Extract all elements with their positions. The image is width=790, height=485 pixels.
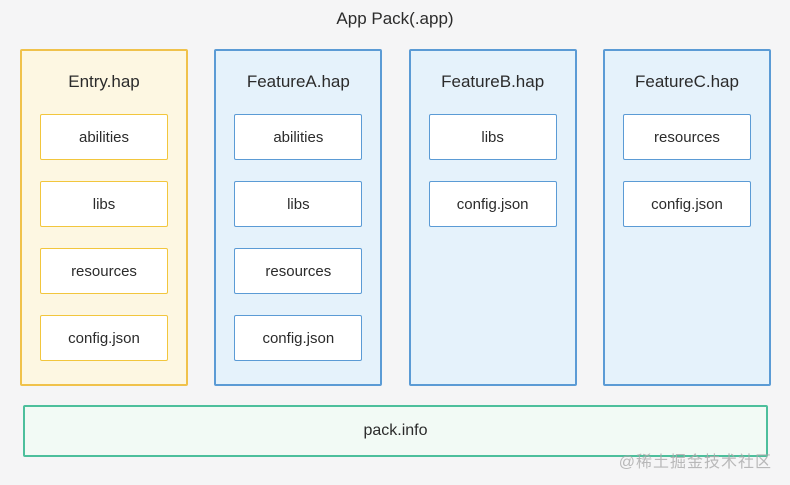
module-item-config-json: config.json [234,315,363,361]
module-entry-hap: Entry.hap abilities libs resources config.j… [20,49,188,386]
watermark: @稀土掘金技术社区 [618,454,772,471]
module-columns: Entry.hap abilities libs resources config.j… [20,49,771,386]
module-item-config-json: config.json [40,315,168,361]
module-items: abilities libs resources config.json [216,114,380,361]
module-item-abilities: abilities [40,114,168,160]
module-featureb-hap: FeatureB.hap libs config.json [408,49,577,386]
module-title-entry-hap: Entry.hap [68,72,140,91]
pack-info-box: pack.info [23,405,768,457]
module-title-featurea-hap: FeatureA.hap [246,72,350,91]
diagram-title: App Pack(.app) [336,9,454,28]
module-item-abilities: abilities [234,114,363,160]
module-title-featureb-hap: FeatureB.hap [441,72,545,91]
module-item-libs: libs [234,181,363,227]
module-items: abilities libs resources config.json [22,114,186,361]
module-title-featurec-hap: FeatureC.hap [635,72,739,91]
module-items: resources config.json [605,114,769,227]
module-item-resources: resources [622,114,751,160]
module-item-config-json: config.json [622,181,751,227]
module-items: libs config.json [411,114,575,227]
module-item-resources: resources [234,248,363,294]
pack-info-label: pack.info [363,422,428,439]
module-featurea-hap: FeatureA.hap abilities libs resources confi… [214,49,383,386]
module-item-config-json: config.json [428,181,557,227]
module-item-libs: libs [40,181,168,227]
module-item-libs: libs [428,114,557,160]
module-featurec-hap: FeatureC.hap resources config.json [602,49,771,386]
module-item-resources: resources [40,248,168,294]
